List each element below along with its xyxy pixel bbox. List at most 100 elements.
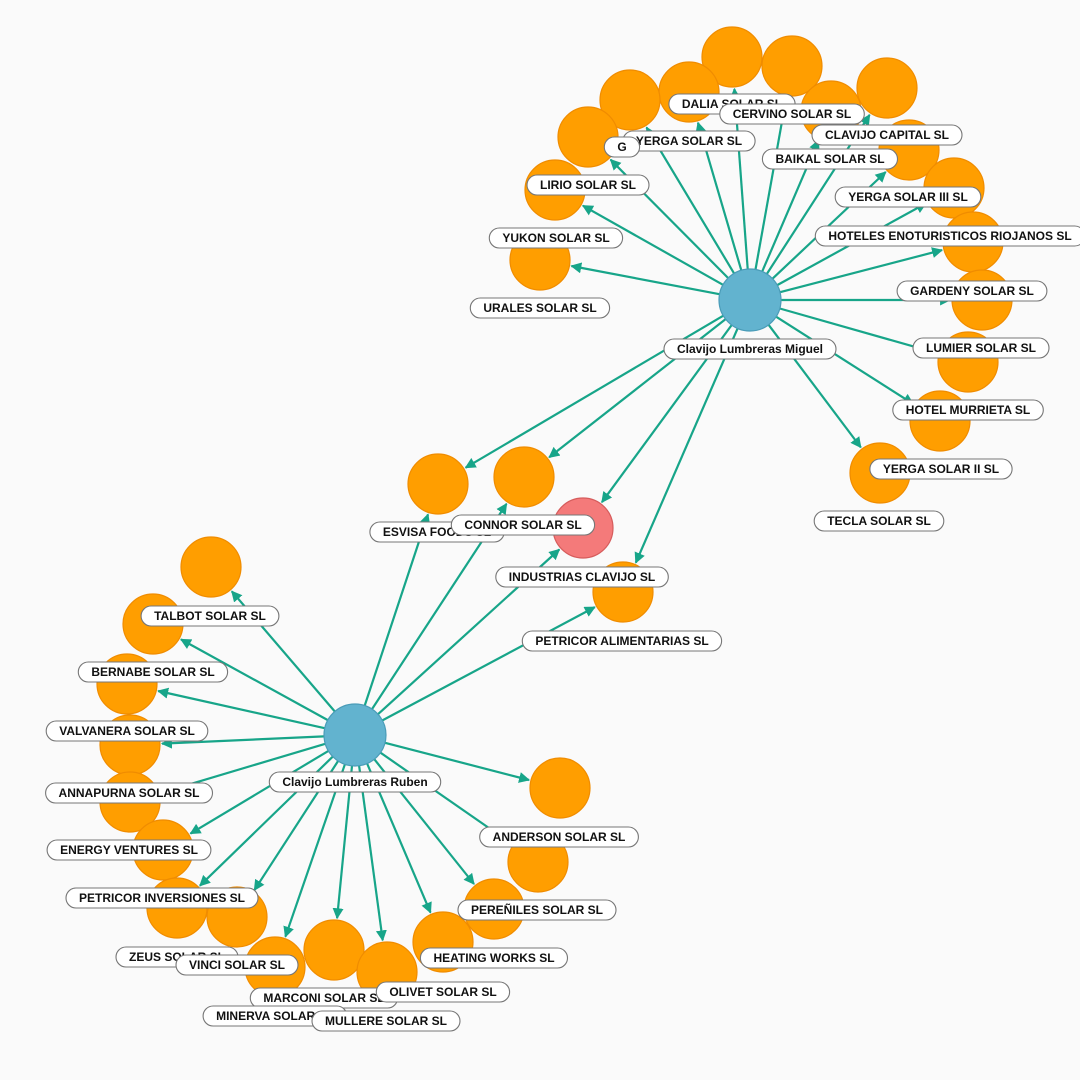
node-label-pereniles-solar-sl: PEREÑILES SOLAR SL [457,899,617,921]
label-text: Clavijo Lumbreras Ruben [282,775,427,789]
label-pill [834,186,982,208]
edge-ruben-to-valvanera [157,687,325,730]
node-label-gardeny-solar-sl: GARDENY SOLAR SL [896,280,1048,302]
label-text: CONNOR SOLAR SL [464,518,581,532]
node-label-baikal-solar-sl: BAIKAL SOLAR SL [761,148,899,170]
label-text: BAIKAL SOLAR SL [775,152,884,166]
label-pill [892,399,1044,421]
edge-miguel-to-yerga_g [645,126,736,274]
person-node-clavijo-lumbreras-miguel[interactable] [718,268,782,332]
label-text: VALVANERA SOLAR SL [59,724,195,738]
edge-ruben-to-esvisa [363,513,431,706]
label-text: URALES SOLAR SL [483,301,596,315]
node-label-yerga-solar-sl: YERGA SOLAR SL [622,130,756,152]
node-label-lirio-solar-sl: LIRIO SOLAR SL [526,174,650,196]
label-pill [46,839,212,861]
company-node-connor-solar-sl[interactable] [493,446,555,508]
node-label-mullere-solar-sl: MULLERE SOLAR SL [311,1010,461,1032]
label-pill [813,510,945,532]
label-text: MULLERE SOLAR SL [325,1014,447,1028]
label-pill [521,630,723,652]
label-text: LIRIO SOLAR SL [540,178,636,192]
company-node-clavijo-capital-sl[interactable] [856,57,918,119]
label-pill [603,136,641,158]
label-pill [375,981,511,1003]
edge-ruben-to-petricor_inv [189,749,329,835]
label-text: ANNAPURNA SOLAR SL [59,786,200,800]
label-text: PETRICOR ALIMENTARIAS SL [535,634,708,648]
label-text: HEATING WORKS SL [433,951,554,965]
node-label-hotel-murrieta-sl: HOTEL MURRIETA SL [892,399,1044,421]
label-pill [77,661,229,683]
node-label-clavijo-lumbreras-miguel: Clavijo Lumbreras Miguel [663,338,837,360]
node-label-petricor-inversiones-sl: PETRICOR INVERSIONES SL [65,887,259,909]
label-pill [912,337,1050,359]
label-text: ANDERSON SOLAR SL [493,830,626,844]
label-text: VINCI SOLAR SL [189,958,285,972]
company-node-esvisa-foods-sl[interactable] [407,453,469,515]
label-pill [45,782,214,804]
label-text: OLIVET SOLAR SL [389,985,496,999]
node-label-energy-ventures-sl: ENERGY VENTURES SL [46,839,212,861]
company-node-dalia-solar-sl[interactable] [701,26,763,88]
node-label-g: G [603,136,641,158]
node-label-hoteles-enoturisticos-riojanos-sl: HOTELES ENOTURISTICOS RIOJANOS SL [814,225,1080,247]
label-text: CLAVIJO CAPITAL SL [825,128,949,142]
label-pill [419,947,569,969]
node-label-yerga-solar-ii-sl: YERGA SOLAR II SL [869,458,1013,480]
node-label-talbot-solar-sl: TALBOT SOLAR SL [140,605,280,627]
edge-miguel-to-gardeny [779,247,944,294]
edge-ruben-to-anderson [384,741,531,783]
label-pill [811,124,963,146]
label-text: BERNABE SOLAR SL [91,665,214,679]
edge-miguel-to-hotel_murrieta [779,307,939,356]
node-label-tecla-solar-sl: TECLA SOLAR SL [813,510,945,532]
label-text: YERGA SOLAR III SL [848,190,968,204]
node-label-minerva-solar-sl: MINERVA SOLAR SL [202,1005,348,1027]
node-label-annapurna-solar-sl: ANNAPURNA SOLAR SL [45,782,214,804]
node-label-heating-works-sl: HEATING WORKS SL [419,947,569,969]
company-node-lirio-solar-sl[interactable] [557,106,619,168]
node-label-clavijo-capital-sl: CLAVIJO CAPITAL SL [811,124,963,146]
label-pill [896,280,1048,302]
label-text: Clavijo Lumbreras Miguel [677,342,823,356]
label-text: CERVINO SOLAR SL [733,107,851,121]
node-label-yukon-solar-sl: YUKON SOLAR SL [488,227,624,249]
node-label-valvanera-solar-sl: VALVANERA SOLAR SL [45,720,209,742]
label-pill [488,227,624,249]
edge-ruben-to-petricor_alim [381,606,596,722]
label-pill [479,826,639,848]
label-text: G [617,140,626,154]
company-node-anderson-solar-sl[interactable] [529,757,591,819]
edge-miguel-to-cervino [754,96,790,270]
label-text: PETRICOR INVERSIONES SL [79,891,245,905]
label-pill [814,225,1080,247]
label-pill [268,771,442,793]
label-pill [869,458,1013,480]
label-pill [719,103,865,125]
label-text: TECLA SOLAR SL [827,514,931,528]
label-pill [526,174,650,196]
edge-ruben-to-mullere [358,765,387,942]
label-text: HOTEL MURRIETA SL [906,403,1030,417]
company-node-cervino-solar-sl[interactable] [761,35,823,97]
edge-miguel-to-yukon [581,204,724,286]
company-node-talbot-solar-sl[interactable] [180,536,242,598]
person-node-clavijo-lumbreras-ruben[interactable] [323,703,387,767]
node-label-anderson-solar-sl: ANDERSON SOLAR SL [479,826,639,848]
label-text: YERGA SOLAR SL [636,134,742,148]
node-label-marconi-solar-sl: MARCONI SOLAR SL [249,987,399,1009]
node-label-connor-solar-sl: CONNOR SOLAR SL [450,514,596,536]
node-label-yerga-solar-iii-sl: YERGA SOLAR III SL [834,186,982,208]
label-pill [469,297,611,319]
label-pill [450,514,596,536]
company-node-g[interactable] [599,69,661,131]
company-node-minerva-solar-sl[interactable] [303,919,365,981]
label-pill [761,148,899,170]
edge-ruben-to-bernabe [180,638,329,722]
label-text: ENERGY VENTURES SL [60,843,198,857]
label-pill [45,720,209,742]
node-label-industrias-clavijo-sl: INDUSTRIAS CLAVIJO SL [495,566,669,588]
